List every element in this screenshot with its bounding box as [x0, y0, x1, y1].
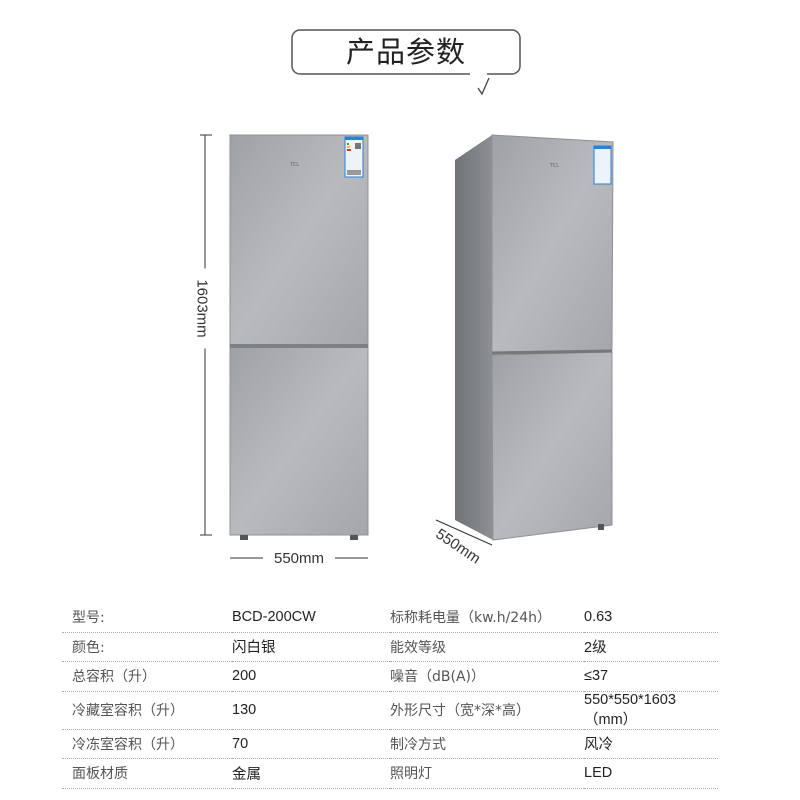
spec-value: 金属	[232, 758, 390, 789]
spec-value: LED	[584, 758, 718, 789]
spec-value: 70	[232, 729, 390, 759]
spec-label: 颜色:	[62, 632, 232, 662]
spec-value: ≤37	[584, 661, 718, 692]
energy-label	[344, 136, 364, 178]
spec-label: 面板材质	[62, 758, 232, 789]
spec-label: 能效等级	[390, 632, 584, 662]
page-title: 产品参数	[345, 35, 466, 69]
spec-value: 风冷	[584, 729, 718, 759]
spec-label: 型号:	[62, 603, 232, 633]
spec-value: BCD-200CW	[232, 603, 390, 633]
width-dimension-label: 550mm	[263, 550, 335, 567]
spec-value: 2级	[584, 632, 718, 662]
spec-label: 外形尺寸（宽*深*高）	[390, 691, 584, 730]
spec-value: 闪白银	[232, 632, 390, 662]
title-bubble	[291, 29, 521, 75]
brand-logo-side: TCL	[550, 163, 560, 169]
spec-label: 冷藏室容积（升）	[62, 691, 232, 730]
brand-logo: TCL	[290, 162, 300, 168]
illustration	[200, 29, 614, 559]
spec-value: 130	[232, 691, 390, 730]
spec-label: 噪音（dB(A)）	[390, 661, 584, 692]
spec-label: 制冷方式	[390, 729, 584, 759]
spec-label: 标称耗电量（kw.h/24h）	[390, 603, 584, 633]
check-icon	[477, 77, 490, 96]
height-dimension-label: 1603mm	[193, 268, 211, 349]
spec-label: 冷冻室容积（升）	[62, 729, 232, 759]
spec-label: 总容积（升）	[62, 661, 232, 692]
spec-value: 200	[232, 661, 390, 692]
spec-label: 照明灯	[390, 758, 584, 789]
spec-value: 0.63	[584, 603, 718, 633]
perspective-fridge	[455, 134, 614, 541]
front-fridge	[229, 134, 369, 540]
spec-value: 550*550*1603（mm）	[584, 691, 718, 730]
